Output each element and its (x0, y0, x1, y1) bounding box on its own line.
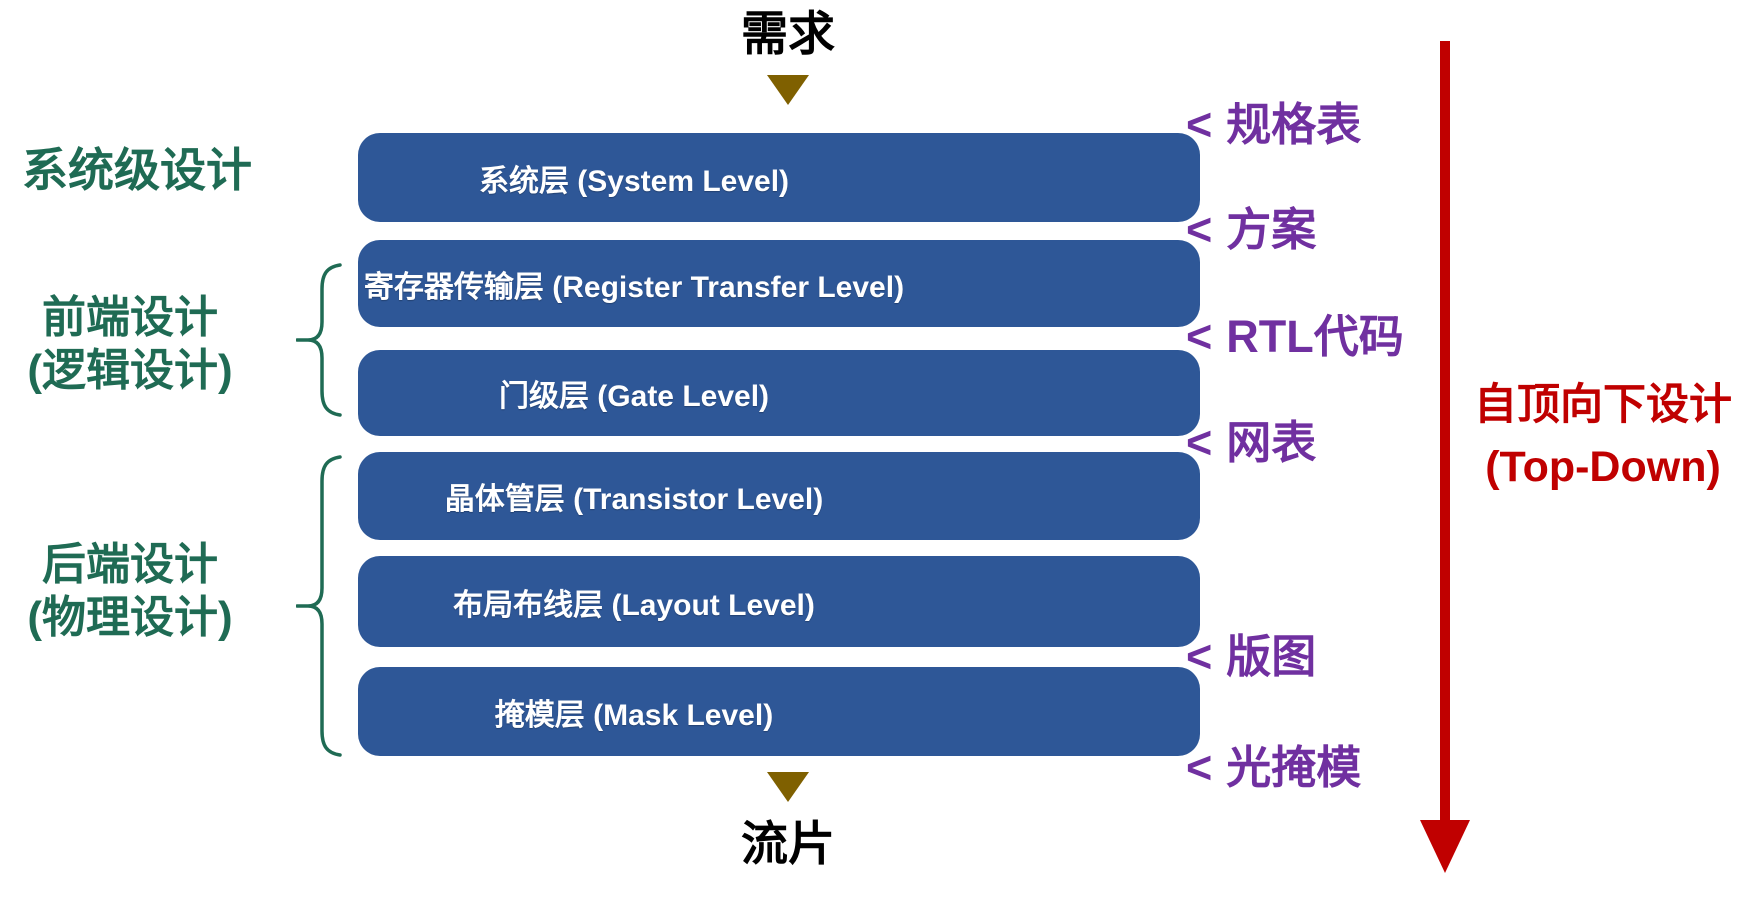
deliverable-layout: < 版图 (1186, 632, 1316, 682)
deliverable-label: RTL代码 (1226, 311, 1404, 362)
flow-start-triangle-icon (767, 75, 809, 105)
direction-line: (Top-Down) (1485, 443, 1721, 491)
level-box-label: 门级层 (Gate Level) (498, 380, 770, 413)
stage-line: 后端设计 (42, 540, 218, 589)
stage-label-system-design: 系统级设计 (12, 144, 262, 196)
stage-line: 系统级设计 (22, 144, 252, 196)
deliverable-label: 方案 (1226, 204, 1317, 255)
stage-label-front-end: 前端设计 (逻辑设计) (5, 291, 255, 397)
flow-end-triangle-icon (767, 772, 809, 802)
level-box-label: 布局布线层 (Layout Level) (453, 588, 815, 622)
less-than-icon: < (1186, 417, 1213, 468)
stage-line: 前端设计 (42, 293, 218, 342)
deliverable-label: 版图 (1226, 631, 1317, 682)
level-box-system: 系统层 (System Level) (358, 133, 1200, 222)
level-box-rtl: 寄存器传输层 (Register Transfer Level) (358, 240, 1200, 327)
deliverable-label: 规格表 (1226, 99, 1362, 150)
deliverable-rtl-code: < RTL代码 (1186, 312, 1404, 362)
flow-end-label: 流片 (741, 817, 835, 870)
top-down-arrow-shaft (1440, 41, 1450, 821)
back-end-brace-icon (296, 455, 342, 757)
front-end-brace-icon (296, 263, 342, 417)
level-box-mask: 掩模层 (Mask Level) (358, 667, 1200, 756)
top-down-arrow-head-icon (1420, 820, 1470, 873)
deliverable-plan: < 方案 (1186, 205, 1316, 255)
level-box-gate: 门级层 (Gate Level) (358, 350, 1200, 436)
direction-line: 自顶向下设计 (1474, 381, 1732, 429)
deliverable-netlist: < 网表 (1186, 418, 1316, 468)
less-than-icon: < (1186, 204, 1213, 255)
less-than-icon: < (1186, 99, 1213, 150)
flow-start-label: 需求 (741, 7, 835, 60)
less-than-icon: < (1186, 742, 1213, 793)
stage-line: (物理设计) (27, 593, 233, 642)
level-box-layout: 布局布线层 (Layout Level) (358, 556, 1200, 647)
level-box-transistor: 晶体管层 (Transistor Level) (358, 452, 1200, 540)
stage-label-back-end: 后端设计 (物理设计) (5, 538, 255, 644)
deliverable-photomask: < 光掩模 (1186, 743, 1361, 793)
stage-line: (逻辑设计) (27, 346, 233, 395)
deliverable-label: 光掩模 (1226, 742, 1362, 793)
level-box-label: 掩模层 (Mask Level) (494, 698, 774, 732)
direction-label: 自顶向下设计 (Top-Down) (1458, 374, 1745, 498)
level-box-label: 寄存器传输层 (Register Transfer Level) (363, 270, 905, 304)
less-than-icon: < (1186, 311, 1213, 362)
less-than-icon: < (1186, 631, 1213, 682)
deliverable-label: 网表 (1226, 417, 1317, 468)
deliverable-spec: < 规格表 (1186, 100, 1361, 150)
level-box-label: 晶体管层 (Transistor Level) (444, 483, 824, 516)
level-box-label: 系统层 (System Level) (478, 164, 790, 198)
